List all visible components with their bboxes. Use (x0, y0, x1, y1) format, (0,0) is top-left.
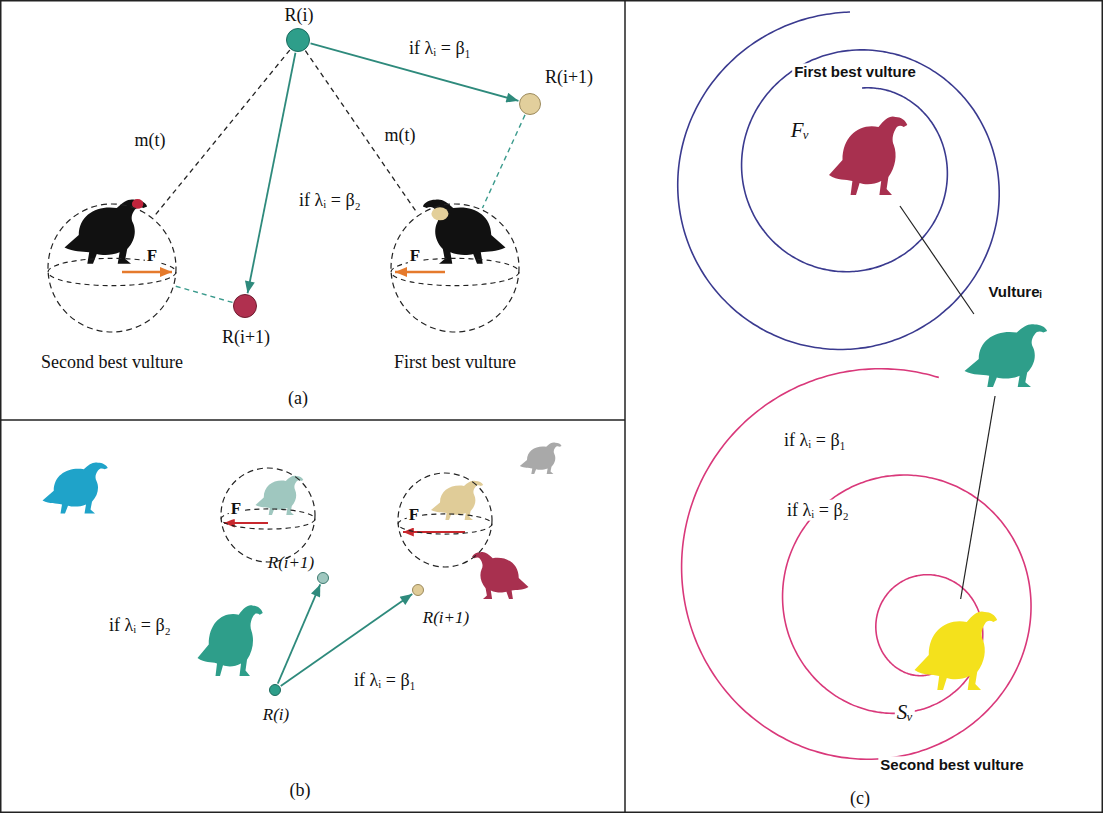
vulture-figure (472, 552, 529, 599)
vulture-sphere: F (397, 472, 493, 568)
edge-label: if λᵢ = β₁ (407, 38, 473, 59)
vulture-sphere: FSecond best vulture (47, 203, 177, 333)
node-label: F (145, 246, 159, 266)
vulture-figure (423, 199, 506, 263)
sphere-circle (391, 204, 519, 332)
panel-label: (c) (848, 788, 872, 809)
vulture-box: First best vultureFᵥ (820, 105, 910, 205)
panel-label: (a) (286, 388, 310, 409)
position-circle: R(i+1) (317, 572, 329, 584)
vulture-figure (198, 605, 263, 676)
sphere-outline (47, 203, 177, 333)
node-label: F (229, 499, 243, 519)
edge-label: m(t) (133, 130, 168, 151)
edge-label: if λᵢ = β₂ (107, 615, 173, 636)
edge-label: if λᵢ = β₂ (785, 500, 851, 521)
edge-label: if λᵢ = β₁ (352, 670, 418, 691)
node-label: Fᵥ (789, 118, 812, 142)
sphere-circle (221, 468, 315, 562)
vulture-silhouette (256, 476, 304, 515)
vulture-silhouette (431, 481, 483, 520)
node-label: Second best vulture (878, 756, 1025, 773)
spiral-path (678, 12, 999, 349)
vulture-silhouette (65, 199, 148, 263)
connector (175, 286, 232, 302)
node-label: Sᵥ (895, 700, 915, 724)
node-label: R(i+1) (421, 608, 471, 628)
vulture-silhouette (965, 324, 1048, 387)
vulture-silhouette (423, 199, 506, 263)
edge-label: if λᵢ = β₂ (297, 190, 363, 211)
panel-divider (0, 419, 625, 421)
connector (248, 53, 296, 294)
vulture-figure (965, 324, 1048, 387)
edge-label: if λᵢ = β₁ (782, 430, 848, 451)
node-label: First best vulture (792, 63, 918, 80)
vulture-figure (829, 116, 907, 195)
node-label: R(i+1) (543, 67, 595, 88)
edge-label: m(t) (383, 125, 418, 146)
node-label: Second best vulture (39, 352, 185, 373)
vulture-figure (256, 476, 304, 515)
node-label: R(i) (261, 705, 291, 725)
sphere-circle (398, 473, 492, 567)
force-arrow (122, 271, 172, 274)
node-label: First best vulture (392, 352, 518, 373)
node-label: F (407, 505, 421, 525)
vulture-box: Second best vultureSᵥ (905, 600, 1000, 700)
vulture-silhouette (520, 443, 562, 474)
position-circle: R(i+1) (412, 584, 424, 596)
position-circle: R(i) (286, 28, 310, 52)
sphere-circle (48, 204, 176, 332)
node-label: R(i+1) (266, 553, 316, 573)
sphere-outline (390, 203, 520, 333)
vulture-silhouette (915, 611, 998, 690)
vulture-sphere: F (220, 467, 316, 563)
node-label: F (408, 246, 422, 266)
node-label: R(i+1) (220, 327, 272, 348)
vulture-figure (431, 481, 483, 520)
vulture-silhouette (43, 462, 108, 513)
force-arrow (224, 522, 268, 524)
connector (482, 115, 525, 208)
connector (154, 50, 290, 217)
vulture-silhouette (198, 605, 263, 676)
panel-label: (b) (288, 780, 313, 801)
force-arrow (395, 271, 445, 274)
connector (961, 396, 995, 599)
position-circle: R(i+1) (519, 93, 541, 115)
position-circle: R(i) (269, 684, 281, 696)
vulture-figure (520, 443, 562, 474)
vulture-figure (915, 611, 998, 690)
vulture-ruff (431, 207, 448, 220)
node-label: R(i) (283, 5, 316, 26)
spiral-path (682, 369, 1031, 759)
vulture-box: Vultureᵢ (955, 315, 1050, 395)
vulture-sphere: FFirst best vulture (390, 203, 520, 333)
panel-divider (624, 0, 626, 813)
vulture-silhouette (472, 552, 529, 599)
vulture-figure (43, 462, 108, 513)
connector (278, 584, 320, 683)
position-circle: R(i+1) (233, 294, 257, 318)
node-label: Vultureᵢ (986, 283, 1043, 300)
connector (900, 206, 974, 314)
vulture-silhouette (829, 116, 907, 195)
